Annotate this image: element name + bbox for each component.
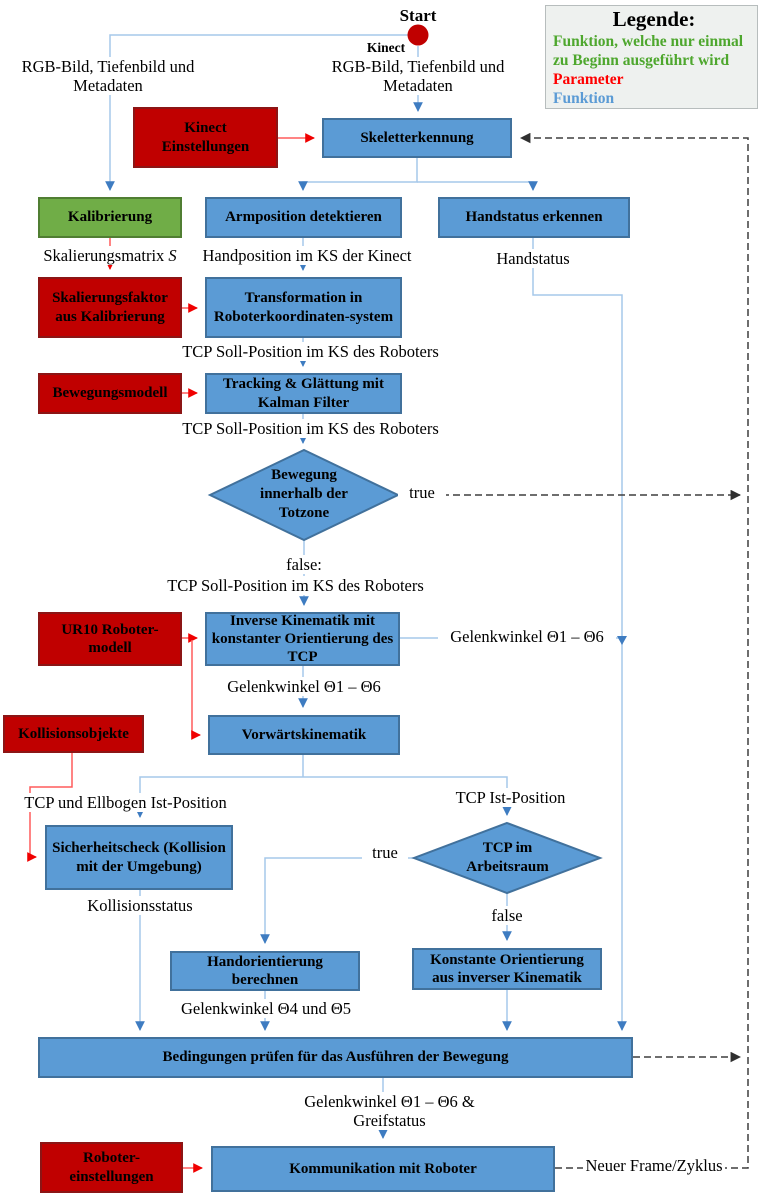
- label-rgb-center: RGB-Bild, Tiefenbild und Metadaten: [328, 57, 508, 95]
- junction-arrow: [617, 636, 627, 645]
- legend-title: Legende:: [612, 7, 696, 31]
- label-tcp-ellbogen: TCP und Ellbogen Ist-Position: [23, 793, 228, 812]
- decision-arbeitsraum-label: TCP im Arbeitsraum: [466, 840, 549, 875]
- node-sicherheitscheck: Sicherheitscheck (Kollision mit der Umge…: [45, 825, 233, 890]
- node-kommunikation: Kommunikation mit Roboter: [211, 1146, 555, 1192]
- label-neuer-frame: Neuer Frame/Zyklus: [583, 1156, 725, 1175]
- legend-item-init-function: Funktion, welche nur einmal zu Beginn au…: [553, 33, 744, 69]
- label-gelenkwinkel-45: Gelenkwinkel Θ4 und Θ5: [168, 999, 364, 1018]
- label-gelenkwinkel-greif: Gelenkwinkel Θ1 – Θ6 & Greifstatus: [272, 1092, 507, 1130]
- decision-totzone: [207, 448, 401, 542]
- label-tcp-soll-3: TCP Soll-Position im KS des Roboters: [143, 576, 448, 595]
- node-handorientierung: Handorientierung berechnen: [170, 951, 360, 991]
- legend-item-function: Funktion: [553, 90, 615, 107]
- legend-item-parameter: Parameter: [553, 71, 624, 88]
- label-handstatus: Handstatus: [468, 249, 598, 268]
- label-tcp-soll-2: TCP Soll-Position im KS des Roboters: [158, 419, 463, 438]
- node-handstatus-erkennen: Handstatus erkennen: [438, 197, 630, 238]
- node-skalierungsfaktor: Skalierungsfaktor aus Kalibrierung: [38, 277, 182, 338]
- label-true-arbeitsraum: true: [362, 843, 408, 862]
- node-bewegungsmodell: Bewegungsmodell: [38, 373, 182, 414]
- node-ur10-modell: UR10 Roboter-modell: [38, 612, 182, 666]
- label-tcp-ist: TCP Ist-Position: [438, 788, 583, 807]
- node-kalibrierung: Kalibrierung: [38, 197, 182, 238]
- label-gelenkwinkel-seite: Gelenkwinkel Θ1 – Θ6: [438, 627, 616, 646]
- label-skalierungsmatrix: Skalierungsmatrix S: [25, 246, 195, 265]
- label-gelenkwinkel-mitte: Gelenkwinkel Θ1 – Θ6: [213, 677, 395, 696]
- label-true-totzone: true: [398, 483, 446, 502]
- node-kollisionsobjekte: Kollisionsobjekte: [3, 715, 144, 753]
- decision-arbeitsraum: [411, 821, 603, 895]
- node-vorwaertskinematik: Vorwärtskinematik: [208, 715, 400, 755]
- node-bedingungen-pruefen: Bedingungen prüfen für das Ausführen der…: [38, 1037, 633, 1078]
- legend: Legende: Funktion, welche nur einmal zu …: [545, 5, 758, 109]
- label-skalierungsmatrix-symbol: S: [168, 246, 177, 265]
- label-skalierungsmatrix-text: Skalierungsmatrix: [43, 246, 165, 265]
- label-tcp-soll-1: TCP Soll-Position im KS des Roboters: [158, 342, 463, 361]
- kinect-source-label: Kinect: [366, 40, 406, 55]
- start-label: Start: [399, 6, 437, 25]
- label-handposition: Handposition im KS der Kinect: [198, 246, 416, 265]
- label-false-arbeitsraum: false: [484, 906, 530, 925]
- node-roboter-einstellungen: Roboter-einstellungen: [40, 1142, 183, 1193]
- node-skeletterkennung: Skeletterkennung: [322, 118, 512, 158]
- node-armposition: Armposition detektieren: [205, 197, 402, 238]
- decision-totzone-label: Bewegung innerhalb der Totzone: [260, 467, 348, 521]
- node-transformation: Transformation in Roboterkoordinaten-sys…: [205, 277, 402, 338]
- dashed-connectors: [398, 132, 749, 1169]
- label-rgb-left: RGB-Bild, Tiefenbild und Metadaten: [18, 57, 198, 95]
- node-konstante-orientierung: Konstante Orientierung aus inverser Kine…: [412, 948, 602, 990]
- start-node: [407, 24, 429, 46]
- node-tracking-kalman: Tracking & Glättung mit Kalman Filter: [205, 373, 402, 414]
- label-kollisionsstatus: Kollisionsstatus: [75, 896, 205, 915]
- node-inverse-kinematik: Inverse Kinematik mit konstanter Orienti…: [205, 612, 400, 666]
- node-kinect-einstellungen: Kinect Einstellungen: [133, 107, 278, 168]
- label-false-totzone: false:: [268, 555, 340, 574]
